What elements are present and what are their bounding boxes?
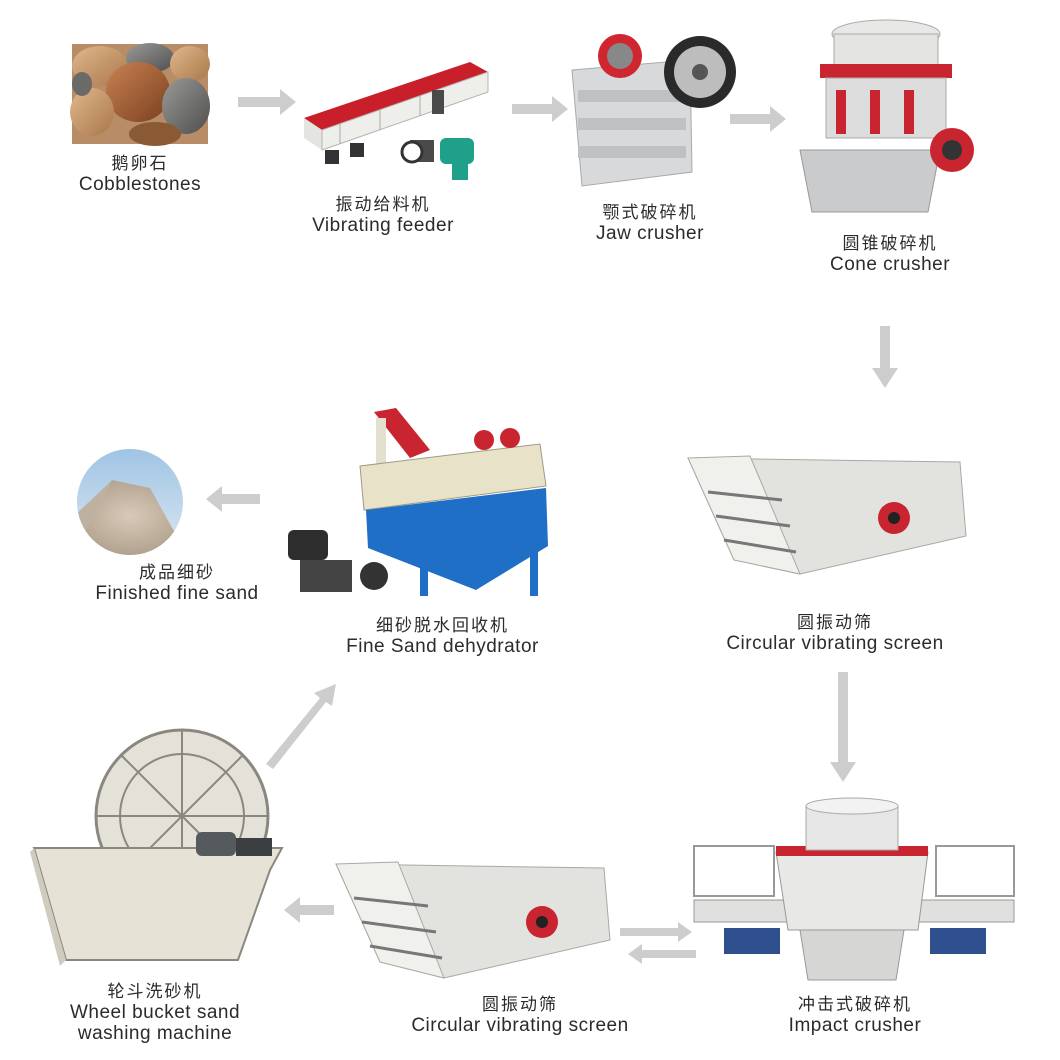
label-en: Wheel bucket sand [69,1002,241,1024]
label-circular-vibrating-screen-2: 圆振动筛 Circular vibrating screen [385,995,655,1037]
arrow-right-icon [620,922,692,942]
vibrating-feeder-image [304,62,489,180]
label-en: Vibrating feeder [312,215,454,237]
circular-vibrating-screen-image-1 [687,455,967,575]
label-cone-crusher: 圆锥破碎机 Cone crusher [800,234,980,276]
label-zh: 颚式破碎机 [602,203,698,223]
arrow-left-icon [206,486,260,512]
label-zh: 鹅卵石 [111,154,169,174]
label-en: Circular vibrating screen [411,1015,629,1037]
label-impact-crusher: 冲击式破碎机 Impact crusher [765,995,945,1037]
label-zh: 细砂脱水回收机 [376,616,509,636]
arrow-left-icon [284,897,334,923]
label-en: Impact crusher [788,1015,922,1037]
arrow-down-icon [830,672,856,782]
arrow-right-icon [512,96,568,122]
arrows [206,89,898,964]
arrow-diagonal-icon [266,684,336,769]
label-circular-vibrating-screen-1: 圆振动筛 Circular vibrating screen [700,613,970,655]
label-en: Jaw crusher [596,223,704,245]
impact-crusher-image [693,797,1015,981]
jaw-crusher-image [571,34,736,187]
label-zh: 轮斗洗砂机 [107,982,203,1002]
label-wheel-bucket-sand-washing-machine: 轮斗洗砂机 Wheel bucket sand washing machine [40,982,270,1045]
label-zh: 圆锥破碎机 [842,234,938,254]
label-en: Fine Sand dehydrator [346,636,539,658]
fine-sand-dehydrator-image [288,408,548,596]
label-en: Cobblestones [78,174,202,196]
arrow-left-icon [628,944,696,964]
finished-fine-sand-image [77,449,183,555]
label-zh: 圆振动筛 [482,995,558,1015]
label-en: Circular vibrating screen [726,633,944,655]
label-en: Finished fine sand [95,583,259,605]
label-en: Cone crusher [829,254,951,276]
label-zh: 成品细砂 [139,563,215,583]
wheel-bucket-sand-washing-machine-image [30,728,284,966]
label-cobblestones: 鹅卵石 Cobblestones [50,154,230,196]
label-en-line2: washing machine [77,1023,233,1045]
label-zh: 冲击式破碎机 [798,995,912,1015]
label-fine-sand-dehydrator: 细砂脱水回收机 Fine Sand dehydrator [320,616,565,658]
label-zh: 圆振动筛 [797,613,873,633]
label-zh: 振动给料机 [335,195,431,215]
arrow-right-icon [238,89,296,115]
label-finished-fine-sand: 成品细砂 Finished fine sand [72,563,282,605]
label-jaw-crusher: 颚式破碎机 Jaw crusher [560,203,740,245]
circular-vibrating-screen-image-2 [335,861,611,979]
arrow-down-icon [872,326,898,388]
cobblestones-image [70,43,210,146]
label-vibrating-feeder: 振动给料机 Vibrating feeder [288,195,478,237]
cone-crusher-image [799,19,974,213]
arrow-right-icon [730,106,786,132]
